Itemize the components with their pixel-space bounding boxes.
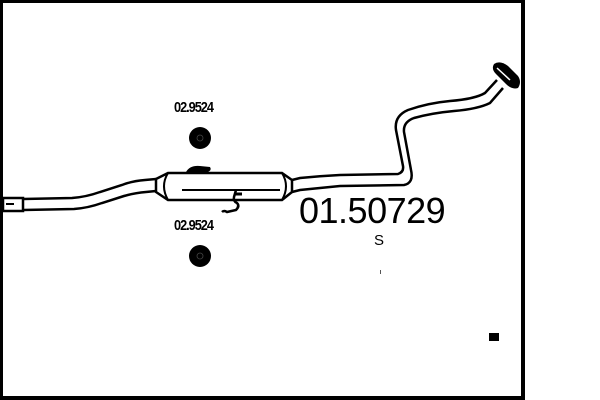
middle-silencer (154, 165, 294, 202)
main-part-number: 01.50729 (299, 190, 446, 231)
top-hanger-bracket-icon (186, 165, 211, 172)
rear-pipe (291, 79, 504, 194)
square-marker-icon (489, 333, 499, 341)
rubber-ring-upper-icon (189, 127, 211, 149)
accessory-label-upper: 02.9524 (174, 99, 214, 116)
outlet-flange (492, 62, 520, 89)
inlet-connector (1, 196, 25, 213)
part-suffix: S (374, 232, 385, 249)
tick-mark (380, 270, 381, 274)
hanger-hook (221, 189, 242, 214)
accessory-label-lower: 02.9524 (174, 217, 214, 234)
front-pipe (22, 177, 157, 212)
rubber-ring-lower-icon (189, 245, 211, 267)
